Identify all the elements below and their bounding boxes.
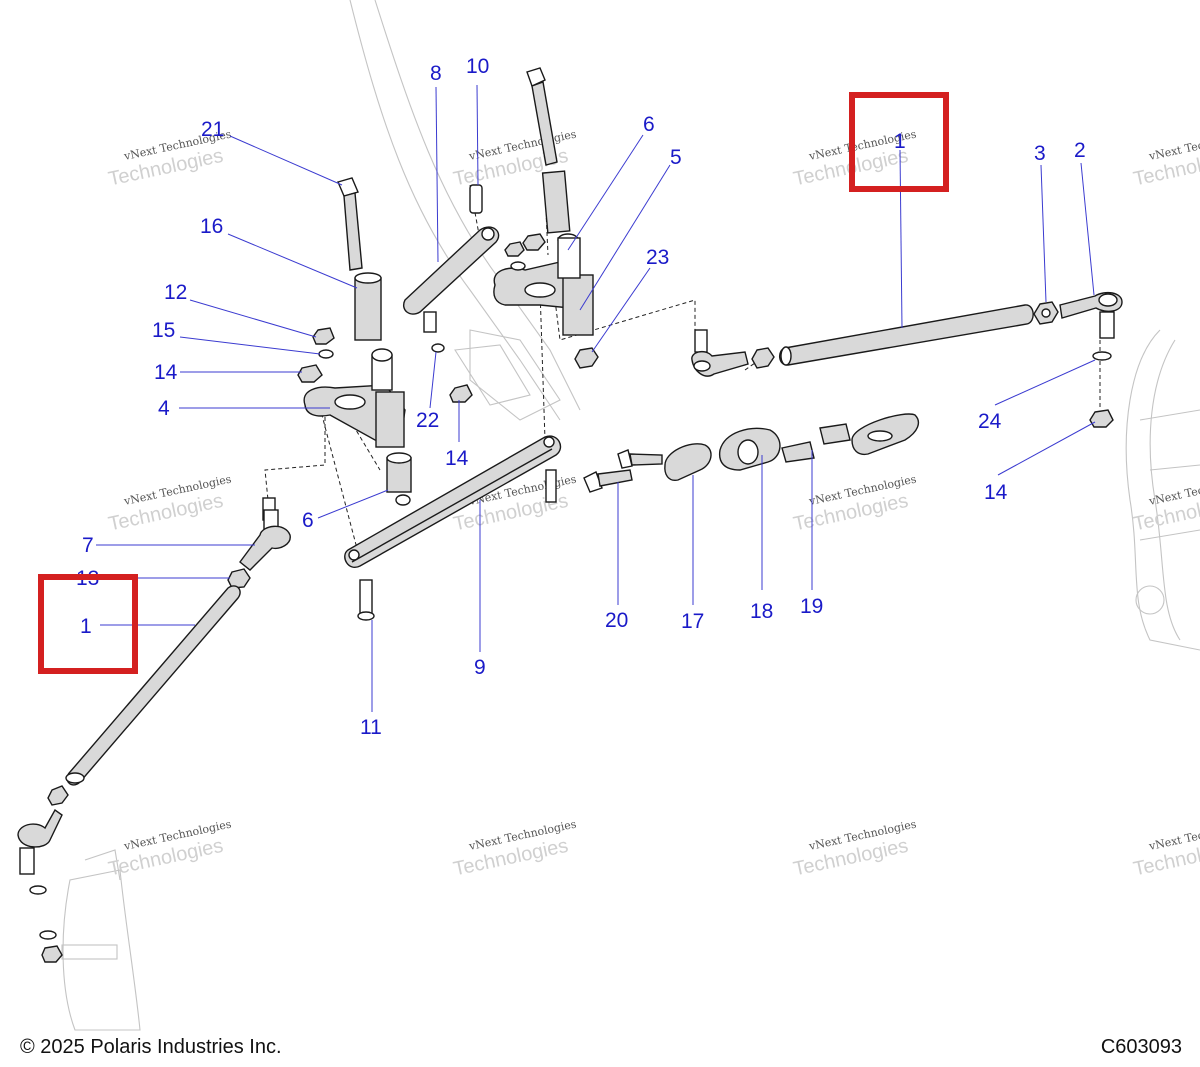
bushing-19 xyxy=(781,423,851,463)
callout-24: 24 xyxy=(978,410,1002,433)
link-plate-17 xyxy=(664,443,712,481)
callout-14-left: 14 xyxy=(154,361,178,384)
callout-17: 17 xyxy=(681,610,704,633)
callout-12: 12 xyxy=(164,281,187,304)
callout-18: 18 xyxy=(750,600,773,623)
washer-22-nut-14-mid xyxy=(431,343,473,403)
callout-22: 22 xyxy=(416,409,439,432)
tie-rod-end-left-outer xyxy=(17,785,69,963)
callout-1-left: 1 xyxy=(80,615,92,638)
bolt-20 xyxy=(583,449,663,493)
jam-nut-inner-right xyxy=(751,347,775,369)
bushing-6-lower xyxy=(386,452,412,506)
callout-14-right: 14 xyxy=(984,481,1008,504)
callout-16: 16 xyxy=(200,215,223,238)
callout-19: 19 xyxy=(800,595,823,618)
callout-9: 9 xyxy=(474,656,486,679)
left-knuckle-ghost xyxy=(61,849,141,1031)
callout-7: 7 xyxy=(82,534,94,557)
background-frame-ghost xyxy=(349,0,581,421)
callout-14-mid: 14 xyxy=(445,447,469,470)
callout-4: 4 xyxy=(158,397,170,420)
callout-20: 20 xyxy=(605,609,628,632)
idler-arm-5 xyxy=(493,233,594,336)
callout-5: 5 xyxy=(670,146,682,169)
jam-nut-13 xyxy=(227,568,251,589)
bolt-11 xyxy=(357,579,375,621)
callout-15: 15 xyxy=(152,319,175,342)
copyright-text: © 2025 Polaris Industries Inc. xyxy=(20,1036,282,1058)
clamp-18 xyxy=(718,427,781,471)
jam-nut-right-3 xyxy=(1033,301,1059,325)
bolt-upper-center xyxy=(526,67,571,234)
right-knuckle-ghost xyxy=(1125,329,1200,651)
bolt-21 xyxy=(337,177,363,271)
callout-10: 10 xyxy=(466,55,489,78)
callout-21: 21 xyxy=(201,118,224,141)
callout-1-top: 1 xyxy=(894,130,906,153)
highlight-box-top-right xyxy=(849,92,949,192)
highlight-box-left xyxy=(38,574,138,674)
bushing-16 xyxy=(354,272,382,341)
callout-23: 23 xyxy=(646,246,669,269)
callout-labels: 1 1 2 3 4 5 6 6 7 8 9 10 11 12 13 14 14 … xyxy=(76,55,1086,739)
tie-rod-right xyxy=(779,304,1034,366)
bushing-10 xyxy=(469,184,483,214)
callout-11: 11 xyxy=(360,716,382,739)
nut-23 xyxy=(574,347,599,369)
steering-arm-8 xyxy=(403,226,500,333)
pitman-arm-4 xyxy=(303,348,406,448)
callout-8: 8 xyxy=(430,62,442,85)
callout-2: 2 xyxy=(1074,139,1086,162)
tie-rod-end-7 xyxy=(239,509,291,571)
tie-rod-end-right-2 xyxy=(1059,291,1123,339)
diagram-code: C603093 xyxy=(1100,1036,1182,1058)
tie-rod-left-1 xyxy=(65,585,241,786)
nuts-top-center xyxy=(504,233,546,271)
tie-rod-end-inner-right xyxy=(691,329,749,377)
callout-3: 3 xyxy=(1034,142,1046,165)
callout-6-top: 6 xyxy=(643,113,655,136)
connector-link xyxy=(851,413,920,456)
nut-12-washer-15-nut-14 xyxy=(297,327,335,383)
washer-24-nut-14-right xyxy=(1089,351,1114,428)
callout-6-bottom: 6 xyxy=(302,509,314,532)
